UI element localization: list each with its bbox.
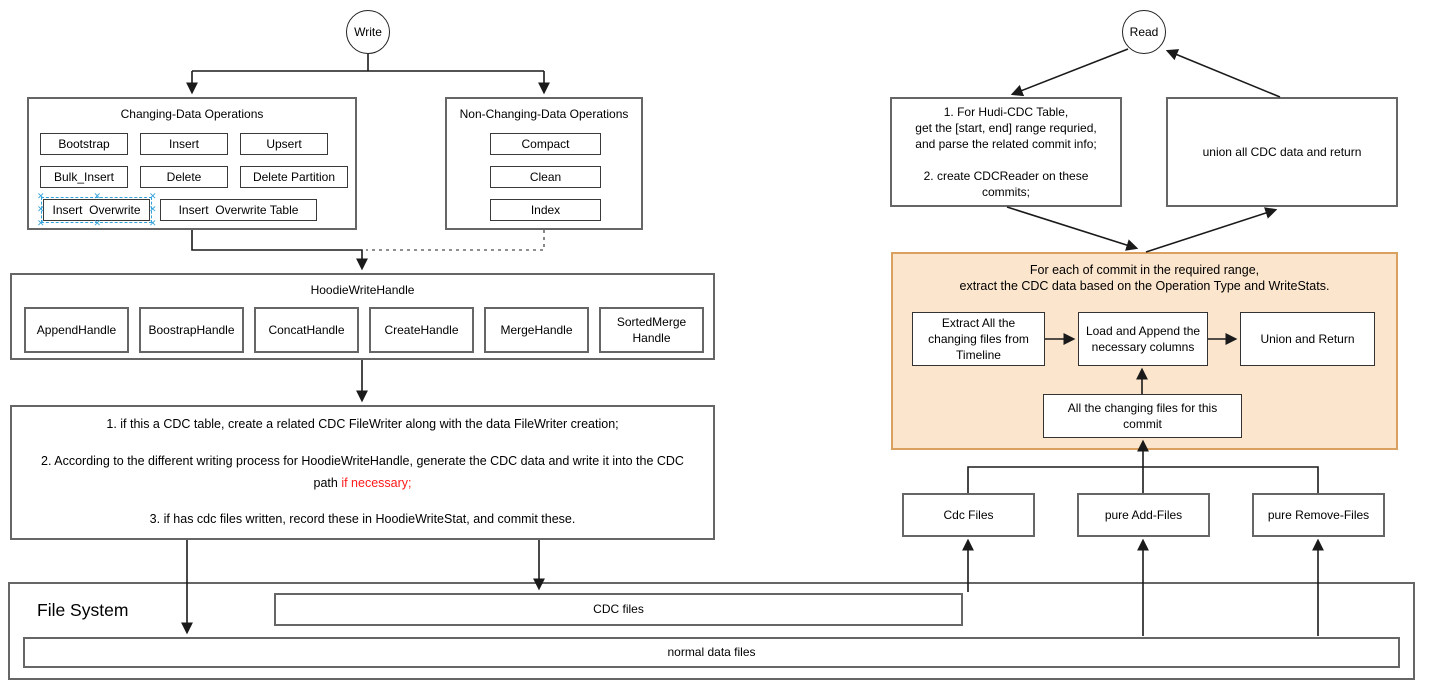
read-label: Read — [1129, 24, 1159, 39]
changing-files-box[interactable]: All the changing files for this commit — [1043, 394, 1242, 438]
write-steps-box[interactable]: 1. if this a CDC table, create a related… — [10, 405, 715, 540]
op-bootstrap[interactable]: Bootstrap — [40, 133, 128, 155]
selection-handle-icon[interactable]: ✕ — [37, 218, 45, 228]
file-types-junction-line — [967, 466, 1319, 493]
op-insert[interactable]: Insert — [140, 133, 228, 155]
non-changing-ops-box[interactable]: Non-Changing-Data Operations Compact Cle… — [445, 97, 643, 230]
cdc-files-bar[interactable]: CDC files — [274, 593, 963, 626]
selection-handle-icon[interactable]: ✕ — [37, 204, 45, 214]
pure-remove-files-box[interactable]: pure Remove-Files — [1252, 493, 1385, 537]
non-changing-ops-title: Non-Changing-Data Operations — [459, 107, 629, 121]
merge-handle[interactable]: MergeHandle — [484, 307, 589, 353]
selection-handle-icon[interactable]: ✕ — [149, 191, 157, 201]
selection-handle-icon[interactable]: ✕ — [149, 218, 157, 228]
changing-ops-title: Changing-Data Operations — [120, 107, 264, 121]
write-step-3: 3. if has cdc files written, record thes… — [149, 512, 576, 527]
boostrap-handle[interactable]: BoostrapHandle — [139, 307, 244, 353]
file-system-title: File System — [37, 600, 129, 620]
create-handle[interactable]: CreateHandle — [369, 307, 474, 353]
per-commit-title: For each of commit in the required range… — [959, 263, 1330, 294]
extract-files-box[interactable]: Extract All the changing files from Time… — [912, 312, 1045, 366]
selection-handle-icon[interactable]: ✕ — [37, 191, 45, 201]
append-handle[interactable]: AppendHandle — [24, 307, 129, 353]
changing-ops-box[interactable]: Changing-Data Operations Bootstrap Inser… — [27, 97, 357, 230]
pure-add-files-box[interactable]: pure Add-Files — [1077, 493, 1210, 537]
sorted-merge-handle[interactable]: SortedMerge Handle — [599, 307, 704, 353]
read-union-text: union all CDC data and return — [1202, 144, 1362, 159]
arrow-read-to-prepare — [1010, 48, 1129, 97]
op-bulk-insert[interactable]: Bulk_Insert — [40, 166, 128, 188]
read-union-box[interactable]: union all CDC data and return — [1166, 97, 1398, 207]
cdc-files-type-box[interactable]: Cdc Files — [902, 493, 1035, 537]
write-label: Write — [354, 24, 382, 39]
op-compact[interactable]: Compact — [490, 133, 601, 155]
arrow-percommit-to-union — [1145, 207, 1278, 253]
read-prepare-text: 1. For Hudi-CDC Table, get the [start, e… — [915, 104, 1097, 200]
op-upsert[interactable]: Upsert — [240, 133, 328, 155]
op-delete[interactable]: Delete — [140, 166, 228, 188]
read-node[interactable]: Read — [1122, 10, 1166, 54]
selection-handle-icon[interactable]: ✕ — [93, 218, 102, 228]
write-node[interactable]: Write — [346, 10, 390, 54]
write-handle-title: HoodieWriteHandle — [310, 283, 415, 297]
write-step-1: 1. if this a CDC table, create a related… — [106, 416, 619, 431]
load-append-box[interactable]: Load and Append the necessary columns — [1078, 312, 1208, 366]
concat-handle[interactable]: ConcatHandle — [254, 307, 359, 353]
arrow-union-to-read — [1165, 49, 1281, 98]
op-insert-overwrite[interactable]: Insert Overwrite ✕ ✕ ✕ ✕ ✕ ✕ ✕ ✕ — [37, 192, 157, 228]
read-prepare-box[interactable]: 1. For Hudi-CDC Table, get the [start, e… — [890, 97, 1122, 207]
arrow-prepare-to-percommit — [1006, 206, 1139, 251]
selection-handle-icon[interactable]: ✕ — [149, 204, 157, 214]
union-return-box[interactable]: Union and Return — [1240, 312, 1375, 366]
write-step-2: 2. According to the different writing pr… — [41, 453, 684, 490]
selection-handle-icon[interactable]: ✕ — [93, 191, 102, 201]
op-delete-partition[interactable]: Delete Partition — [240, 166, 348, 188]
op-index[interactable]: Index — [490, 199, 601, 221]
op-insert-overwrite-table[interactable]: Insert Overwrite Table — [160, 199, 317, 221]
op-insert-overwrite-label: Insert Overwrite — [52, 202, 141, 217]
write-handle-box[interactable]: HoodieWriteHandle AppendHandle BoostrapH… — [10, 273, 715, 360]
op-clean[interactable]: Clean — [490, 166, 601, 188]
if-necessary-highlight: if necessary; — [341, 475, 412, 490]
dashed-nonchanging-to-handle — [366, 230, 545, 251]
normal-data-files-bar[interactable]: normal data files — [23, 637, 1400, 668]
arrow-changing-to-handle — [191, 230, 368, 271]
